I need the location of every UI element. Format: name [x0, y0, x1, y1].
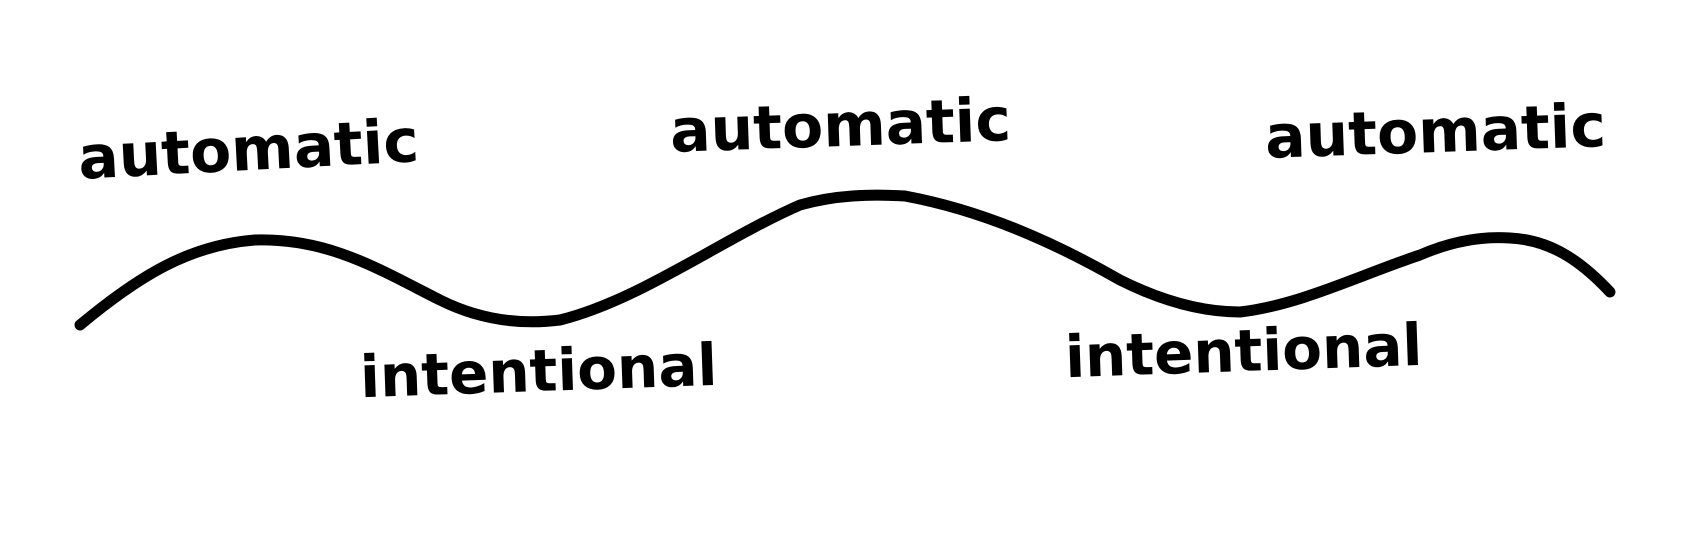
label-automatic-2: automatic: [668, 85, 1013, 167]
label-intentional-2: intentional: [1063, 310, 1424, 392]
label-automatic-3: automatic: [1263, 91, 1608, 173]
wave-curve: [74, 189, 1616, 331]
label-automatic-1: automatic: [76, 106, 421, 194]
label-intentional-1: intentional: [358, 330, 719, 412]
